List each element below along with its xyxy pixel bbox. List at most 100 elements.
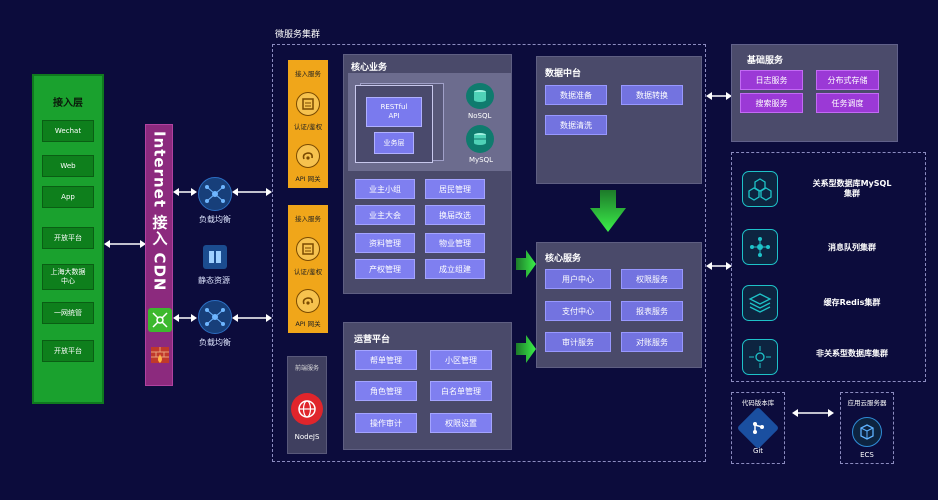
business-layer-chip[interactable]: 业务层 bbox=[374, 132, 414, 154]
git-icon[interactable] bbox=[736, 406, 780, 450]
access-item-yiwangtongguan[interactable]: 一网统管 bbox=[42, 302, 94, 324]
service-chip[interactable]: 报表服务 bbox=[621, 301, 683, 321]
load-balancer-icon[interactable] bbox=[198, 177, 232, 211]
gateway-panel-1: 接入服务 认证/鉴权 API 网关 bbox=[288, 60, 328, 188]
ops-platform-title: 运营平台 bbox=[354, 335, 391, 345]
mysql-icon[interactable] bbox=[466, 125, 494, 153]
nosql-label: NoSQL bbox=[468, 112, 492, 120]
ops-chip[interactable]: 权限设置 bbox=[430, 413, 492, 433]
load-balancer-icon[interactable] bbox=[198, 300, 232, 334]
ops-chip[interactable]: 白名单管理 bbox=[430, 381, 492, 401]
core-services-title: 核心服务 bbox=[545, 254, 582, 264]
code-repo-region: 代码版本库 Git bbox=[731, 392, 785, 464]
api-gateway-label: API 网关 bbox=[295, 175, 321, 183]
access-item-bigdata[interactable]: 上海大数据 中心 bbox=[42, 264, 94, 290]
service-chip[interactable]: 审计服务 bbox=[545, 332, 611, 352]
cdn-panel: Internet 接入 CDN bbox=[145, 124, 173, 386]
core-chip[interactable]: 居民管理 bbox=[425, 179, 485, 199]
base-chip[interactable]: 分布式存储 bbox=[816, 70, 879, 90]
data-chip[interactable]: 数据清洗 bbox=[545, 115, 607, 135]
auth-label: 认证/鉴权 bbox=[293, 268, 323, 276]
auth-icon[interactable] bbox=[296, 92, 320, 116]
frontend-title: 前端服务 bbox=[294, 365, 319, 372]
access-item-web[interactable]: Web bbox=[42, 155, 94, 177]
data-chip[interactable]: 数据转换 bbox=[621, 85, 683, 105]
nosql-icon[interactable] bbox=[466, 83, 494, 109]
api-gateway-icon[interactable] bbox=[296, 144, 320, 168]
access-layer-panel: 接入层 Wechat Web App 开放平台 上海大数据 中心 一网统管 开放… bbox=[32, 74, 104, 404]
base-chip[interactable]: 日志服务 bbox=[740, 70, 803, 90]
core-chip[interactable]: 产权管理 bbox=[355, 259, 415, 279]
lb2-cluster-arrow bbox=[232, 314, 272, 322]
ops-chip[interactable]: 操作审计 bbox=[355, 413, 417, 433]
cluster-base-arrow bbox=[706, 92, 732, 100]
api-stack-box: RESTful API 业务层 bbox=[355, 85, 433, 163]
data-platform-panel: 数据中台 数据准备 数据转换 数据清洗 bbox=[536, 56, 702, 184]
cdn-network-icon bbox=[148, 308, 172, 332]
core-chip[interactable]: 业主大会 bbox=[355, 205, 415, 225]
service-chip[interactable]: 用户中心 bbox=[545, 269, 611, 289]
redis-cache-icon[interactable] bbox=[742, 285, 778, 321]
infra-region: 关系型数据库MySQL 集群 消息队列集群 缓存Redis集群 非关系型数据库集… bbox=[731, 152, 926, 382]
access-item-open-platform[interactable]: 开放平台 bbox=[42, 227, 94, 249]
service-chip[interactable]: 权限服务 bbox=[621, 269, 683, 289]
nosql-cluster-label: 非关系型数据库集群 bbox=[816, 349, 888, 358]
repo-server-arrow bbox=[792, 409, 834, 417]
core-business-title: 核心业务 bbox=[351, 63, 388, 73]
service-chip[interactable]: 支付中心 bbox=[545, 301, 611, 321]
base-chip[interactable]: 搜索服务 bbox=[740, 93, 803, 113]
service-chip[interactable]: 对账服务 bbox=[621, 332, 683, 352]
load-balancer-label: 负载均衡 bbox=[199, 338, 231, 347]
static-resource-label: 静态资源 bbox=[198, 276, 230, 285]
access-cdn-arrow bbox=[104, 240, 146, 248]
load-balancer-label: 负载均衡 bbox=[199, 215, 231, 224]
core-chip[interactable]: 业主小组 bbox=[355, 179, 415, 199]
core-chip[interactable]: 物业管理 bbox=[425, 233, 485, 253]
mysql-cluster-icon[interactable] bbox=[742, 171, 778, 207]
cdn-lb2-arrow bbox=[173, 314, 197, 322]
gateway-title: 接入服务 bbox=[295, 70, 321, 78]
firewall-icon bbox=[151, 347, 169, 363]
api-gateway-icon[interactable] bbox=[296, 289, 320, 313]
code-repo-title: 代码版本库 bbox=[741, 399, 775, 407]
static-resource-icon[interactable] bbox=[203, 245, 227, 269]
frontend-panel: 前端服务 NodeJS bbox=[287, 356, 327, 454]
base-services-panel: 基础服务 日志服务 分布式存储 搜索服务 任务调度 bbox=[731, 44, 898, 142]
core-chip[interactable]: 换届改选 bbox=[425, 205, 485, 225]
access-item-open-platform-2[interactable]: 开放平台 bbox=[42, 340, 94, 362]
lb1-cluster-arrow bbox=[232, 188, 272, 196]
core-chip[interactable]: 资料管理 bbox=[355, 233, 415, 253]
ops-chip[interactable]: 小区管理 bbox=[430, 350, 492, 370]
core-services-panel: 核心服务 用户中心 权限服务 支付中心 报表服务 审计服务 对账服务 bbox=[536, 242, 702, 368]
nodejs-globe-icon[interactable] bbox=[291, 393, 323, 425]
cloud-server-region: 应用云服务器 ECS bbox=[840, 392, 894, 464]
microservice-cluster-title: 微服务集群 bbox=[275, 30, 321, 40]
access-item-wechat[interactable]: Wechat bbox=[42, 120, 94, 142]
nosql-cluster-icon[interactable] bbox=[742, 339, 778, 375]
auth-icon[interactable] bbox=[296, 237, 320, 261]
right-arrow-icon bbox=[516, 250, 536, 278]
cloud-server-title: 应用云服务器 bbox=[847, 399, 887, 407]
redis-cache-label: 缓存Redis集群 bbox=[823, 298, 881, 307]
access-layer-title: 接入层 bbox=[53, 98, 83, 109]
core-chip[interactable]: 成立组建 bbox=[425, 259, 485, 279]
right-arrow-icon bbox=[516, 335, 536, 363]
core-business-panel: 核心业务 RESTful API 业务层 NoSQL MySQL 业主小组 居民… bbox=[343, 54, 512, 294]
gateway-panel-2: 接入服务 认证/鉴权 API 网关 bbox=[288, 205, 328, 333]
mysql-cluster-label: 关系型数据库MySQL 集群 bbox=[812, 179, 892, 198]
ecs-icon[interactable] bbox=[852, 417, 882, 447]
cluster-infra-arrow bbox=[706, 262, 732, 270]
base-chip[interactable]: 任务调度 bbox=[816, 93, 879, 113]
message-queue-icon[interactable] bbox=[742, 229, 778, 265]
gateway-title: 接入服务 bbox=[295, 215, 321, 223]
ops-chip[interactable]: 角色管理 bbox=[355, 381, 417, 401]
auth-label: 认证/鉴权 bbox=[293, 123, 323, 131]
git-label: Git bbox=[752, 447, 764, 455]
data-chip[interactable]: 数据准备 bbox=[545, 85, 607, 105]
ops-chip[interactable]: 帮单管理 bbox=[355, 350, 417, 370]
message-queue-label: 消息队列集群 bbox=[828, 243, 876, 252]
base-services-title: 基础服务 bbox=[747, 56, 784, 66]
restful-api-chip[interactable]: RESTful API bbox=[366, 97, 422, 127]
access-item-app[interactable]: App bbox=[42, 186, 94, 208]
mysql-label: MySQL bbox=[469, 156, 494, 164]
